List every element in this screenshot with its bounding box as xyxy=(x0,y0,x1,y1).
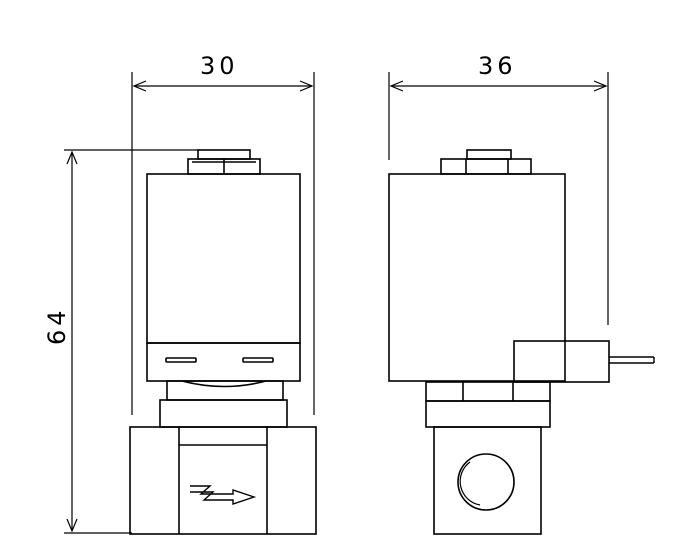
port-opening-icon xyxy=(457,453,515,511)
side-stem xyxy=(425,400,551,428)
dimension-side-width xyxy=(388,72,609,325)
side-view xyxy=(388,149,655,535)
flow-arrow-icon xyxy=(190,485,257,505)
side-wire xyxy=(609,356,655,364)
dimension-front-width xyxy=(131,72,315,415)
front-hex-nut xyxy=(166,380,284,401)
dimension-label-height: 64 xyxy=(43,306,71,345)
front-coil xyxy=(146,173,301,344)
dimension-label-side-width: 36 xyxy=(478,52,517,80)
front-slot-left xyxy=(165,357,197,363)
side-coil xyxy=(388,173,566,382)
side-connector xyxy=(513,340,610,383)
side-hex-nut xyxy=(425,381,551,402)
front-view xyxy=(129,149,317,535)
front-valve-body xyxy=(129,426,317,535)
side-valve-body xyxy=(433,426,542,535)
front-top-nut xyxy=(187,149,261,175)
dimension-label-front-width: 30 xyxy=(200,52,239,80)
front-slot-right xyxy=(242,357,274,363)
side-top-nut xyxy=(440,149,532,175)
dimension-height xyxy=(64,149,200,534)
front-stem xyxy=(159,399,288,428)
